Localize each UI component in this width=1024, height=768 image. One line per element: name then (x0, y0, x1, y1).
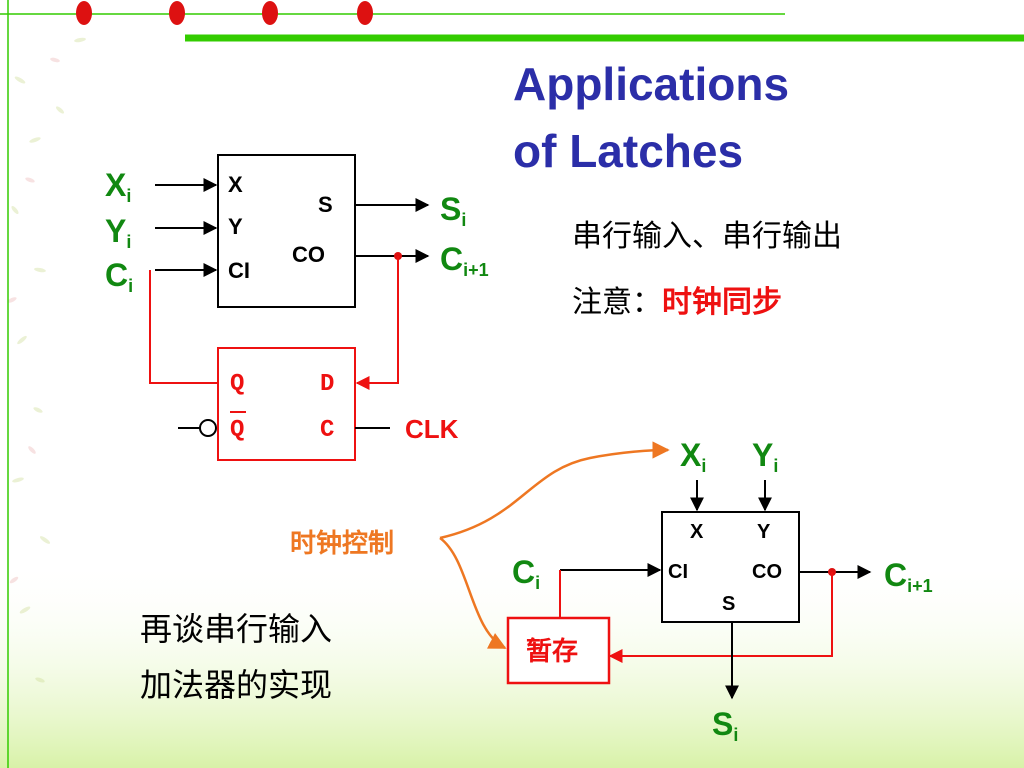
register-label: 暂存 (526, 636, 578, 667)
adder-1-input-x: Xi (105, 167, 131, 206)
clock-curve-to-top (439, 441, 670, 540)
adder-1-box (217, 154, 356, 308)
adder-1-pin-ci: CI (228, 258, 250, 283)
latch-pin-d: D (320, 371, 334, 398)
adder-2-pin-co: CO (752, 561, 782, 583)
clock-curve-to-register (439, 536, 507, 650)
note-serial-io: 串行输入、串行输出 (572, 219, 842, 254)
adder-1-input-c: Ci (105, 257, 133, 296)
adder-1-pin-s: S (318, 192, 333, 217)
adder-2-sum-out: Si (712, 706, 738, 745)
latch: Q Q D C CLK (149, 256, 459, 461)
latch-pin-q: Q (230, 371, 244, 398)
adder-2-pin-x: X (690, 521, 704, 543)
adder-1-pin-x: X (228, 172, 243, 197)
slide-title-line2: of Latches (513, 125, 743, 177)
adder-1-input-y: Yi (105, 213, 131, 252)
clock-control-label: 时钟控制 (290, 528, 394, 559)
footer-line1: 再谈串行输入 (140, 610, 332, 648)
footer-line2: 加法器的实现 (140, 666, 332, 704)
adder-2-pin-ci: CI (668, 561, 688, 583)
adder-2-input-y: Yi (752, 437, 778, 476)
red-bead-1 (76, 1, 92, 25)
red-bead-2 (169, 1, 185, 25)
latch-d-wire (355, 256, 399, 390)
latch-pin-c: C (320, 417, 334, 444)
latch-q-feedback-wire (149, 270, 218, 384)
note-attention-highlight: 时钟同步 (662, 285, 782, 320)
note-attention: 注意：时钟同步 (572, 285, 782, 320)
red-bead-3 (262, 1, 278, 25)
red-bead-4 (357, 1, 373, 25)
slide-title-line1: Applications (513, 58, 789, 110)
adder-1-output-s: Si (440, 191, 466, 230)
latch-qbar-bubble (199, 419, 217, 437)
adder-1-pin-co: CO (292, 242, 325, 267)
adder-2: 时钟控制 Xi Yi X Y CI CO S Ci Ci+1 暂存 Si (290, 437, 933, 745)
adder-2-input-x: Xi (680, 437, 706, 476)
latch-clk-label: CLK (405, 414, 459, 444)
register-box (506, 616, 611, 685)
latch-box (217, 347, 356, 461)
co-to-register-wire (608, 572, 833, 663)
adder-1-pin-y: Y (228, 214, 243, 239)
adder-1: X Y CI S CO Xi Yi Ci Si Ci+1 (105, 154, 489, 308)
adder-2-box (661, 511, 800, 623)
latch-pin-qbar: Q (230, 417, 244, 444)
adder-2-carry-out: Ci+1 (884, 557, 933, 596)
adder-1-output-c: Ci+1 (440, 241, 489, 280)
adder-2-carry-in: Ci (512, 554, 540, 593)
adder-2-pin-s: S (722, 593, 735, 615)
adder-2-pin-y: Y (757, 521, 771, 543)
